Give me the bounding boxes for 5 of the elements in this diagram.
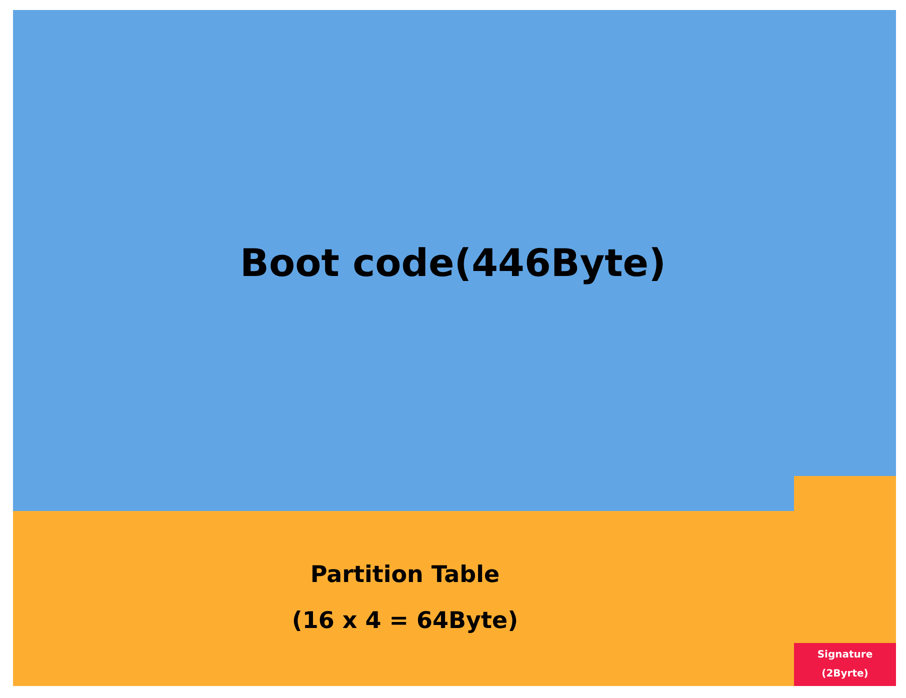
- region-label: Partition Table: [310, 562, 500, 588]
- region-label: (16 x 4 = 64Byte): [292, 608, 518, 634]
- region-label: Signature: [817, 650, 873, 660]
- region-label: (2Byrte): [822, 668, 868, 680]
- region-label: Boot code(446Byte): [240, 241, 666, 285]
